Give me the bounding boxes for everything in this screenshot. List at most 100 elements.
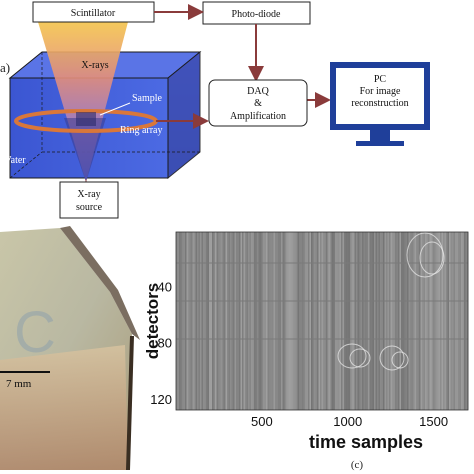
sinogram-stripe — [464, 232, 466, 410]
sinogram-stripe — [290, 232, 292, 410]
sinogram-stripe — [434, 232, 436, 410]
sinogram-stripe — [314, 232, 316, 410]
sinogram-stripe — [407, 232, 409, 410]
sinogram-stripe — [443, 232, 445, 410]
y-axis-label: detectors — [143, 283, 162, 360]
sinogram-stripe — [291, 232, 293, 410]
sinogram-stripe — [311, 232, 313, 410]
sinogram-stripe — [371, 232, 373, 410]
sinogram-stripe — [440, 232, 442, 410]
sinogram-stripe — [401, 232, 403, 410]
sinogram-stripe — [275, 232, 277, 410]
sinogram-stripe — [195, 232, 197, 410]
sinogram-stripe — [240, 232, 242, 410]
sinogram-stripe — [300, 232, 302, 410]
sinogram-stripe — [417, 232, 419, 410]
sinogram-stripe — [297, 232, 299, 410]
sinogram-stripe — [458, 232, 460, 410]
sinogram-stripe — [227, 232, 229, 410]
sinogram-stripe — [356, 232, 358, 410]
sinogram-stripe — [449, 232, 451, 410]
sinogram-stripe — [435, 232, 437, 410]
sinogram-stripe — [276, 232, 278, 410]
sinogram-stripe — [234, 232, 236, 410]
sinogram-stripe — [347, 232, 349, 410]
sinogram-stripe — [177, 232, 179, 410]
sinogram-stripe — [344, 232, 346, 410]
sinogram-stripe — [357, 232, 359, 410]
x-axis-label: time samples — [309, 432, 423, 452]
sinogram-stripe — [375, 232, 377, 410]
sinogram-arcs — [337, 232, 445, 371]
sinogram-stripe — [306, 232, 308, 410]
sinogram-stripes — [176, 232, 469, 410]
sinogram-stripe — [302, 232, 304, 410]
sinogram-stripe — [353, 232, 355, 410]
x-tick-label: 1500 — [419, 414, 448, 429]
sinogram-stripe — [242, 232, 244, 410]
sinogram-stripe — [269, 232, 271, 410]
sinogram-stripe — [245, 232, 247, 410]
sinogram-frame — [175, 231, 469, 411]
sinogram-stripe — [345, 232, 347, 410]
sinogram-stripe — [455, 232, 457, 410]
sinogram-stripe — [317, 232, 319, 410]
sinogram-stripe — [450, 232, 452, 410]
sinogram-stripe — [380, 232, 382, 410]
sinogram-stripe — [197, 232, 199, 410]
sample-photo-edge — [60, 226, 140, 340]
sinogram-stripe — [398, 232, 400, 410]
sinogram-stripe — [341, 232, 343, 410]
sinogram-stripe — [285, 232, 287, 410]
sinogram-stripe — [393, 232, 395, 410]
sinogram-arc — [406, 232, 444, 278]
panel-c-label: (c) — [351, 459, 364, 471]
x-tick-label: 1000 — [333, 414, 362, 429]
sinogram-stripe — [255, 232, 257, 410]
panel-a: a) Scintillator Photo-diode — [0, 1, 430, 219]
sinogram-stripe — [305, 232, 307, 410]
sinogram-stripe — [231, 232, 233, 410]
sinogram-stripe — [282, 232, 284, 410]
sinogram-stripe — [198, 232, 200, 410]
sinogram-stripe — [248, 232, 250, 410]
sinogram-arc — [391, 351, 409, 369]
y-tick-label: 80 — [158, 336, 172, 351]
sinogram-stripe — [378, 232, 380, 410]
sinogram-stripe — [239, 232, 241, 410]
sinogram-stripe — [192, 232, 194, 410]
sinogram-stripe — [348, 232, 350, 410]
sinogram-stripe — [438, 232, 440, 410]
sinogram-stripe — [179, 232, 181, 410]
sinogram-stripe — [246, 232, 248, 410]
sinogram-stripe — [354, 232, 356, 410]
sinogram-stripe — [203, 232, 205, 410]
sinogram-stripe — [359, 232, 361, 410]
photo-shadow-edge — [126, 335, 134, 471]
scintillator-label: Scintillator — [71, 8, 116, 19]
sinogram-stripe — [243, 232, 245, 410]
sinogram-stripe — [338, 232, 340, 410]
sinogram-stripe — [404, 232, 406, 410]
ring-array-label: Ring array — [120, 125, 163, 136]
sinogram-arc — [419, 241, 445, 275]
sinogram-stripe — [465, 232, 467, 410]
sinogram-stripe — [218, 232, 220, 410]
sinogram-stripe — [441, 232, 443, 410]
sinogram-stripe — [222, 232, 224, 410]
sinogram-stripe — [330, 232, 332, 410]
sinogram-stripe — [210, 232, 212, 410]
sinogram-stripe — [284, 232, 286, 410]
sinogram-stripe — [261, 232, 263, 410]
sinogram-stripe — [402, 232, 404, 410]
sinogram-stripe — [377, 232, 379, 410]
sinogram-stripe — [414, 232, 416, 410]
sinogram-stripe — [461, 232, 463, 410]
sinogram-stripe — [335, 232, 337, 410]
sinogram-stripe — [273, 232, 275, 410]
sinogram-stripe — [381, 232, 383, 410]
sinogram-stripe — [405, 232, 407, 410]
sinogram-stripe — [249, 232, 251, 410]
sinogram-stripe — [444, 232, 446, 410]
